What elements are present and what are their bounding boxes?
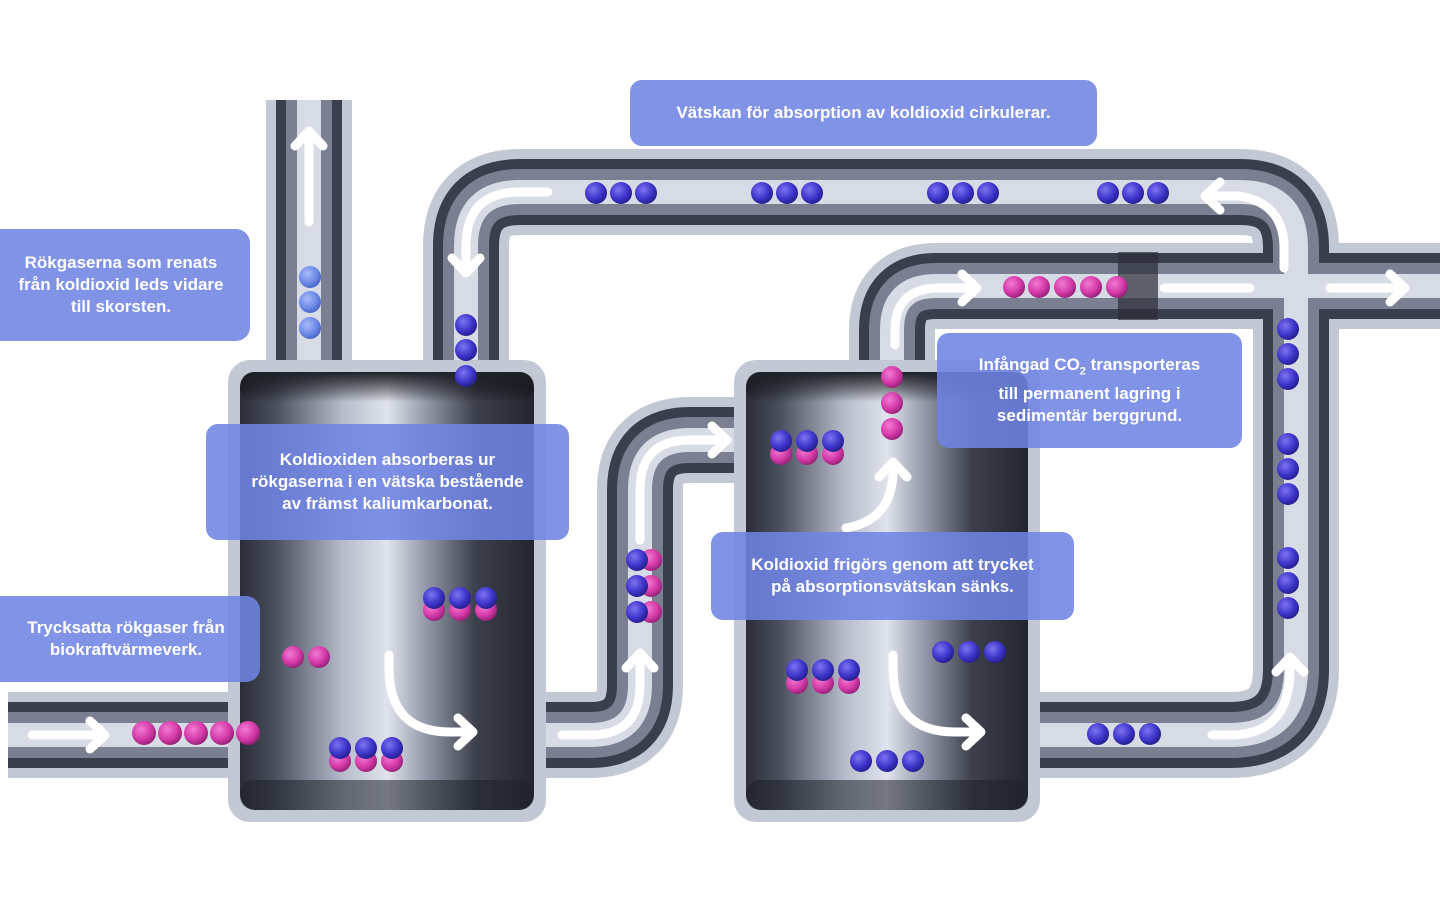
desorber-up-arrow-icon bbox=[841, 457, 912, 533]
loop-up-arrow-icon bbox=[1207, 652, 1309, 740]
label-line: till skorsten. bbox=[70, 297, 172, 316]
absorber-curve-arrow-icon bbox=[384, 650, 478, 751]
absorber-bound-molecules-lower bbox=[329, 737, 403, 772]
loop-left-arrow-icon bbox=[1200, 177, 1289, 273]
transfer-up-arrow-icon bbox=[557, 648, 659, 740]
label-storage: Infångad CO2 transporteras till permanen… bbox=[937, 333, 1242, 448]
label-release: Koldioxid frigörs genom att trycket på a… bbox=[711, 532, 1074, 620]
label-line: Koldioxid frigörs genom att trycket bbox=[751, 555, 1034, 574]
label-line: rökgaserna i en vätska bestående bbox=[251, 472, 524, 491]
desorber-curve-arrow-icon bbox=[888, 650, 986, 751]
label-absorption: Koldioxiden absorberas ur rökgaserna i e… bbox=[206, 424, 569, 540]
label-line: Infångad CO2 transporteras bbox=[979, 354, 1201, 382]
label-line: Koldioxiden absorberas ur bbox=[279, 450, 496, 469]
outlet-exit-arrow-icon bbox=[1325, 269, 1410, 307]
transfer-right-arrow-icon bbox=[635, 421, 732, 545]
desorber-absorbent-molecules bbox=[850, 641, 1006, 772]
label-circulation: Vätskan för absorption av koldioxid cirk… bbox=[630, 80, 1097, 146]
chimney-flow-arrow-icon bbox=[290, 126, 328, 227]
label-co2-suffix: transporteras bbox=[1085, 355, 1201, 375]
absorber-co2-molecules bbox=[282, 646, 330, 668]
label-line: av främst kaliumkarbonat. bbox=[282, 494, 493, 513]
chimney-clean-gas-molecules bbox=[299, 266, 321, 339]
outlet-co2-molecules bbox=[1003, 276, 1128, 298]
transfer-bound-molecules bbox=[626, 549, 662, 623]
label-input: Trycksatta rökgaser från biokraftvärmeve… bbox=[0, 596, 260, 682]
label-cleaned-gas: Rökgaserna som renats från koldioxid led… bbox=[0, 229, 250, 341]
loop-top-molecules bbox=[585, 182, 1169, 204]
label-line: Trycksatta rökgaser från bbox=[27, 618, 225, 637]
inlet-flow-arrow-icon bbox=[27, 716, 110, 754]
label-line: biokraftvärmeverk. bbox=[49, 640, 203, 659]
inlet-co2-molecules bbox=[132, 721, 260, 745]
desorber-bound-molecules-lower bbox=[786, 659, 860, 694]
label-line: Rökgaserna som renats bbox=[24, 253, 218, 272]
label-line: från koldioxid leds vidare bbox=[18, 275, 224, 294]
label-circulation-text: Vätskan för absorption av koldioxid cirk… bbox=[676, 103, 1051, 122]
absorber-bound-molecules-upper bbox=[423, 587, 497, 621]
label-line: till permanent lagring i bbox=[998, 383, 1181, 403]
loop-right-molecules bbox=[1277, 318, 1299, 619]
label-co2-prefix: Infångad CO bbox=[978, 355, 1080, 375]
desorber-bound-molecules-upper bbox=[770, 430, 844, 465]
loop-bottom-molecules bbox=[1087, 723, 1161, 745]
desorber-rising-co2-molecules bbox=[881, 366, 903, 440]
absorbent-inflow-molecules bbox=[455, 314, 477, 387]
label-line: sedimentär berggrund. bbox=[996, 405, 1183, 425]
loop-down-arrow-icon bbox=[447, 187, 553, 278]
outlet-curve-arrow-icon bbox=[890, 269, 982, 350]
label-line: på absorptionsvätskan sänks. bbox=[771, 577, 1014, 596]
label-subscript: 2 bbox=[1079, 365, 1086, 378]
